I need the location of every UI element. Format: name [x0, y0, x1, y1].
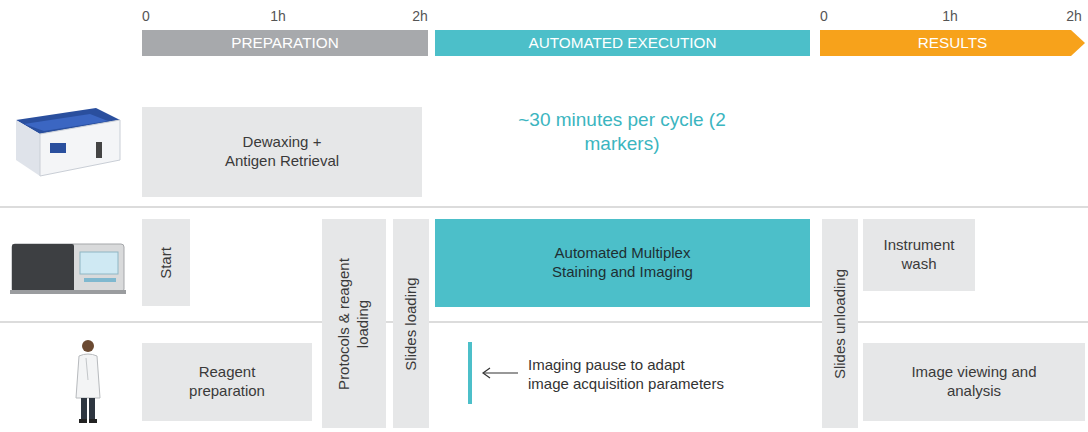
cycle-note: ~30 minutes per cycle (2 markers) — [505, 108, 740, 156]
process-box: Instrument wash — [863, 219, 975, 291]
pause-marker — [468, 342, 472, 404]
pretreatment-instrument-icon — [16, 108, 120, 176]
pause-note: Imaging pause to adapt image acquisition… — [528, 356, 727, 394]
time-tick: 1h — [942, 8, 958, 26]
step-label: Slides loading — [402, 227, 421, 420]
step-label: Automated Multiplex Staining and Imaging — [540, 244, 705, 282]
phase-title: AUTOMATED EXECUTION — [528, 33, 716, 52]
process-box: Image viewing and analysis — [863, 343, 1085, 421]
process-box: Slides loading — [393, 219, 429, 428]
time-tick: 1h — [270, 8, 286, 26]
process-box: Protocols & reagent loading — [322, 219, 386, 428]
step-label: Dewaxing + Antigen Retrieval — [220, 133, 344, 171]
staining-instrument-icon — [10, 244, 126, 294]
step-label: Image viewing and analysis — [899, 363, 1049, 401]
process-box: Reagent preparation — [142, 343, 312, 421]
time-tick: 2h — [1066, 8, 1082, 26]
step-label: Reagent preparation — [177, 363, 277, 401]
phase-title: PREPARATION — [231, 33, 338, 52]
pointer-arrow — [483, 368, 518, 378]
row-separator — [0, 322, 1088, 323]
phase-band: AUTOMATED EXECUTION — [435, 30, 810, 56]
row-separator — [0, 207, 1088, 208]
phase-band: PREPARATION — [142, 30, 428, 56]
process-box: Slides unloading — [822, 219, 858, 428]
time-tick: 2h — [412, 8, 428, 26]
phase-title: RESULTS — [918, 33, 987, 52]
step-label: Start — [157, 227, 176, 298]
process-box: Start — [142, 219, 190, 306]
time-tick: 0 — [142, 8, 150, 26]
arrow-fill — [820, 30, 1085, 56]
step-label: Instrument wash — [873, 236, 965, 274]
automated-process-box: Automated Multiplex Staining and Imaging — [435, 219, 810, 307]
step-label: Slides unloading — [831, 227, 850, 420]
scientist-icon — [76, 340, 100, 423]
step-label: Protocols & reagent loading — [335, 241, 373, 406]
time-tick: 0 — [820, 8, 828, 26]
phase-arrow: RESULTS — [820, 30, 1085, 56]
process-box: Dewaxing + Antigen Retrieval — [142, 107, 422, 197]
